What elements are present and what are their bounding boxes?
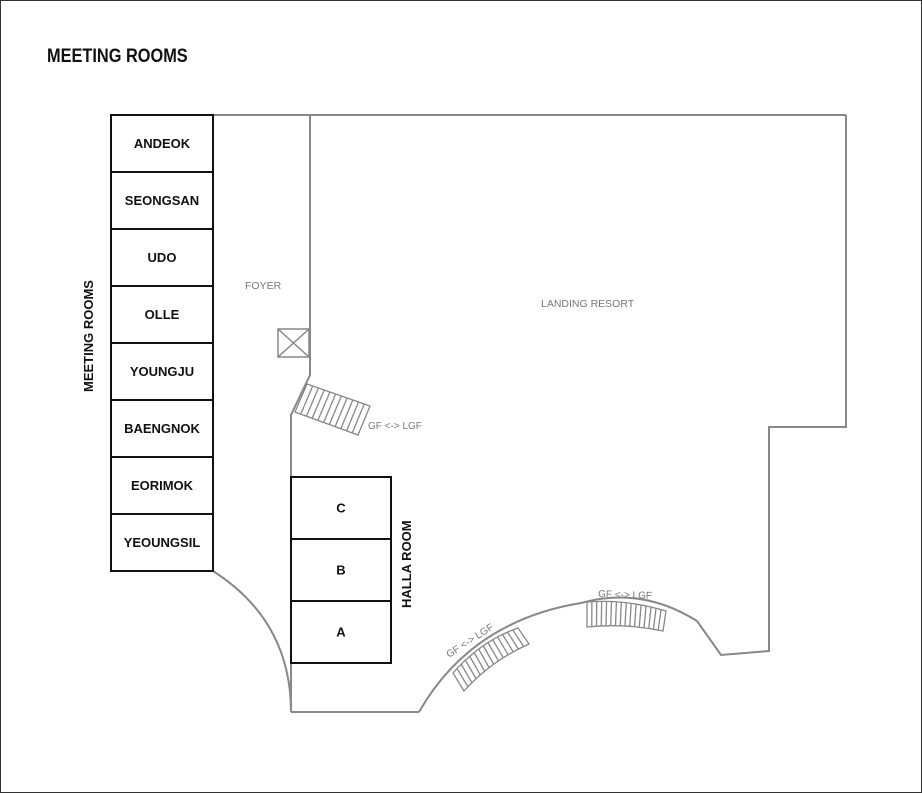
halla-room-side-label: HALLA ROOM — [399, 520, 414, 608]
left-curved-wall — [212, 570, 292, 713]
meeting-room-label: SEONGSAN — [125, 193, 199, 208]
meeting-room-baengnok[interactable]: BAENGNOK — [110, 399, 214, 458]
curved-front-wall — [418, 596, 698, 713]
meeting-room-label: YOUNGJU — [130, 364, 194, 379]
right-wall — [696, 115, 847, 657]
meeting-room-olle[interactable]: OLLE — [110, 285, 214, 344]
stair-upper-label: GF <-> LGF — [368, 421, 422, 432]
meeting-room-udo[interactable]: UDO — [110, 228, 214, 287]
meeting-room-andeok[interactable]: ANDEOK — [110, 114, 214, 173]
halla-room-b[interactable]: B — [290, 538, 392, 602]
stair-upper-icon — [294, 383, 371, 436]
meeting-room-label: UDO — [148, 250, 177, 265]
page-title: MEETING ROOMS — [47, 46, 188, 67]
foyer-divider-wall — [290, 115, 311, 477]
landing-resort-label: LANDING RESORT — [541, 298, 635, 310]
halla-room-label: C — [336, 501, 346, 516]
meeting-room-label: OLLE — [145, 307, 180, 322]
halla-room-a[interactable]: A — [290, 600, 392, 664]
meeting-room-label: YEOUNGSIL — [124, 535, 201, 550]
meeting-room-label: EORIMOK — [131, 478, 194, 493]
lift-icon — [277, 328, 310, 358]
meeting-rooms-side-label: MEETING ROOMS — [81, 280, 96, 392]
building-walls — [212, 114, 847, 713]
meeting-room-label: BAENGNOK — [124, 421, 200, 436]
meeting-room-eorimok[interactable]: EORIMOK — [110, 456, 214, 515]
meeting-rooms-column: ANDEOK SEONGSAN UDO OLLE YOUNGJU BAENGNOK EORI… — [110, 114, 214, 572]
halla-room-label: B — [336, 563, 345, 578]
halla-rooms-block: C B A — [290, 476, 392, 664]
meeting-room-youngju[interactable]: YOUNGJU — [110, 342, 214, 401]
stair-lower-right-label: GF <-> LGF — [598, 589, 652, 602]
halla-room-c[interactable]: C — [290, 476, 392, 540]
foyer-label: FOYER — [245, 280, 282, 292]
halla-room-label: A — [336, 625, 346, 640]
stair-lower-right-icon — [586, 600, 667, 632]
meeting-room-label: ANDEOK — [134, 136, 191, 151]
stair-lower-left-icon — [452, 627, 530, 693]
meeting-room-yeoungsil[interactable]: YEOUNGSIL — [110, 513, 214, 572]
meeting-room-seongsan[interactable]: SEONGSAN — [110, 171, 214, 230]
